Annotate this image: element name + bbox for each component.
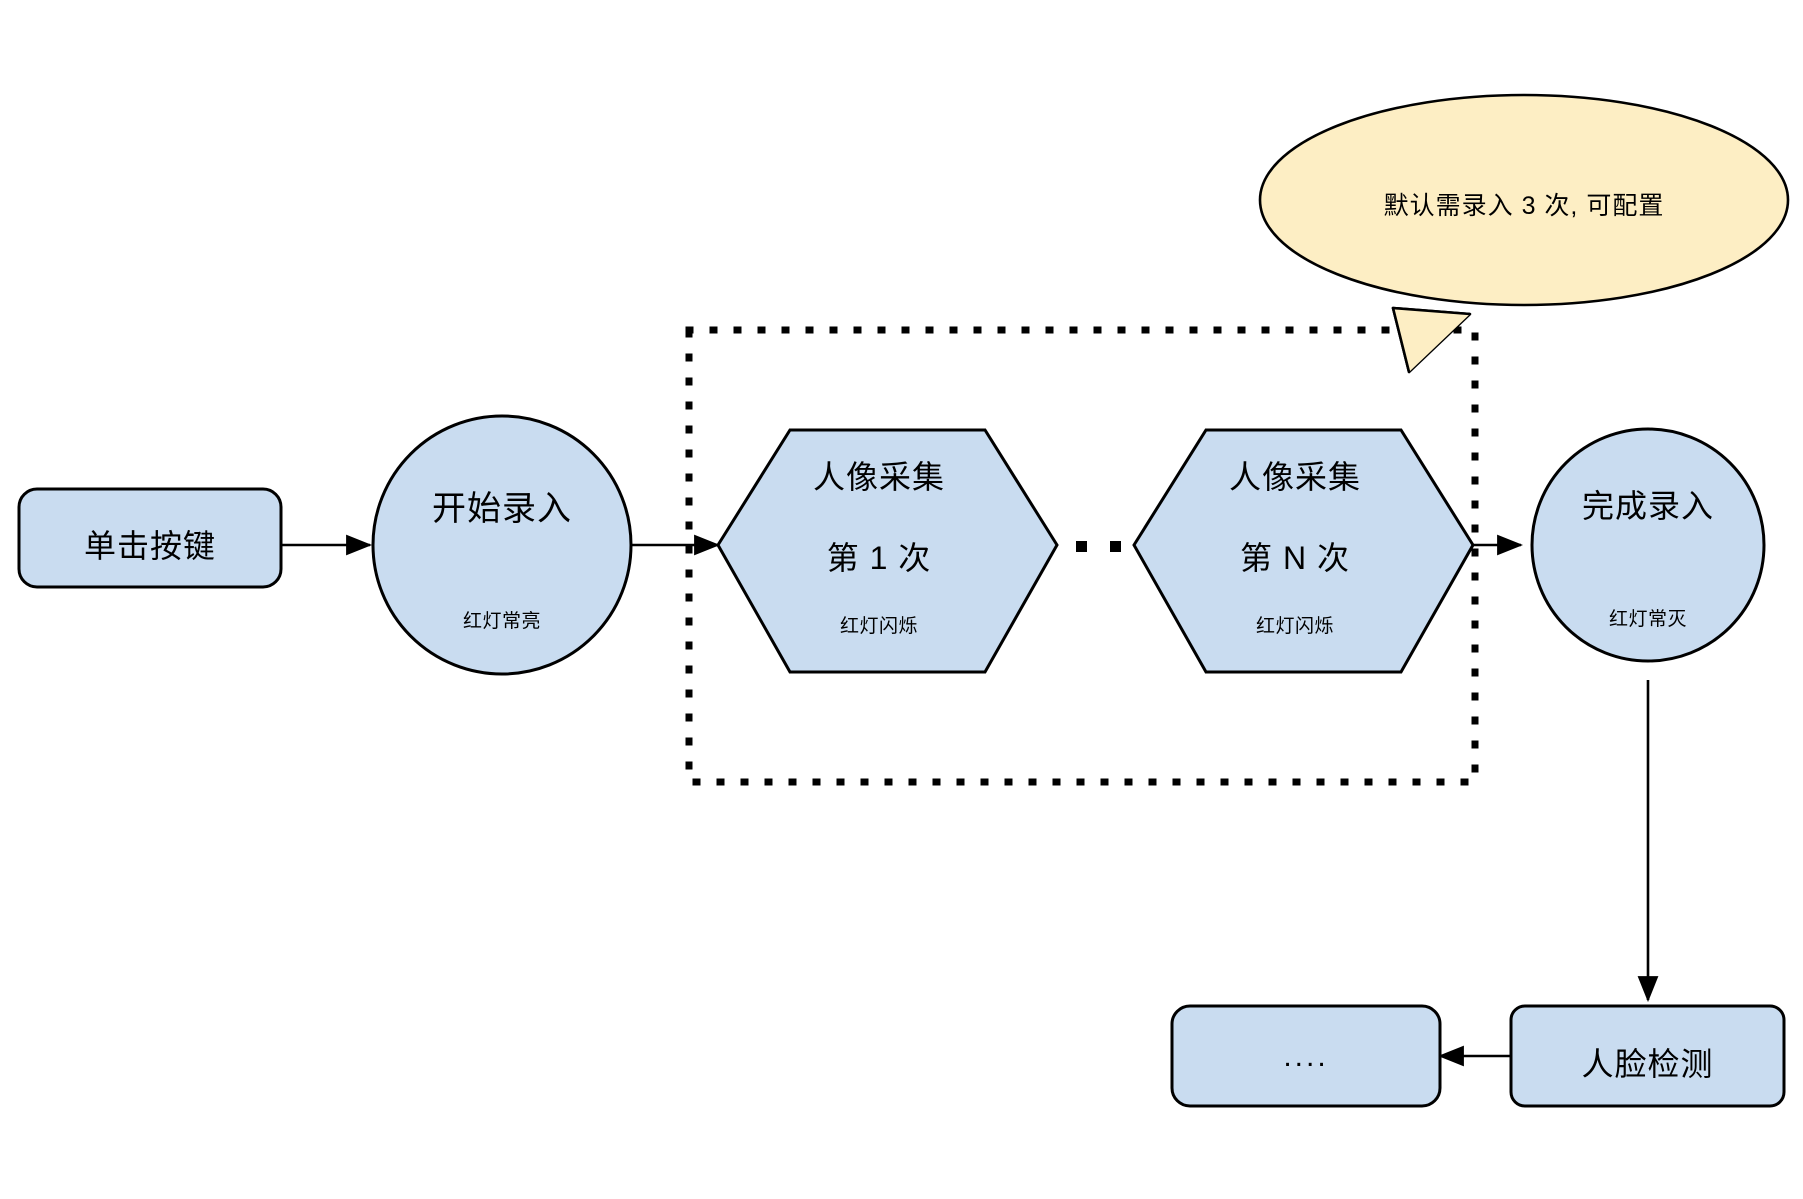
node-finish-enroll-shape[interactable]: [1530, 427, 1766, 663]
node-capture-first-shape[interactable]: [716, 428, 1059, 674]
callout-bubble-shape[interactable]: [1258, 93, 1790, 374]
node-capture-nth-shape[interactable]: [1132, 428, 1475, 674]
node-start-enroll-shape[interactable]: [371, 414, 633, 676]
node-face-detect-shape[interactable]: [1509, 1004, 1786, 1108]
capture-loop-group-box: [685, 326, 1479, 786]
node-more-steps-shape[interactable]: [1170, 1004, 1442, 1108]
node-click-key-shape[interactable]: [17, 487, 283, 589]
